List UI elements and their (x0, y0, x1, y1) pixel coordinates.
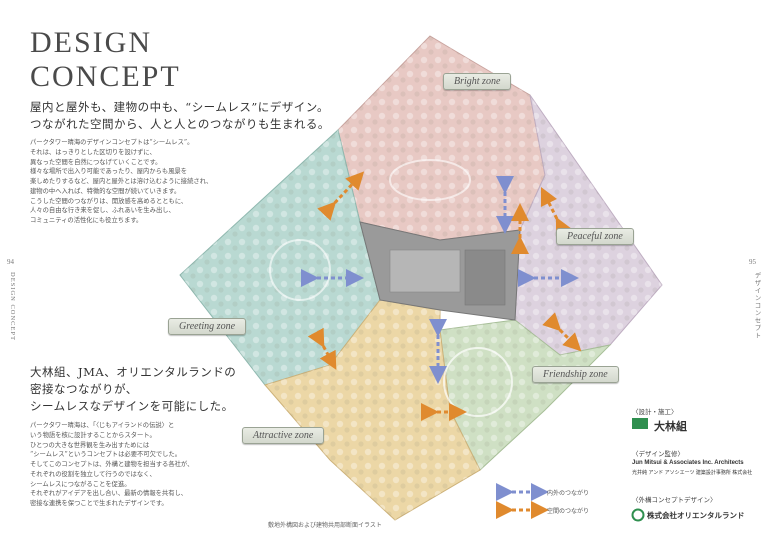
side-label-left: DESIGN CONCEPT (9, 272, 16, 342)
body2-line: ひとつの大きな世界観を生み出すためには (30, 441, 150, 449)
body-text-1: パークタワー晴海のデザインコンセプトは“シームレス”。 それは、はっきりとした区… (30, 138, 260, 226)
lead-line-2: つながれた空間から、人と人とのつながりも生まれる。 (30, 117, 330, 131)
illustration-caption: 敷地外構図および建物共用部断面イラスト (268, 522, 382, 529)
page-number-left: 94 (7, 258, 14, 266)
lead2-line-1: 大林組、JMA、オリエンタルランドの (30, 365, 237, 379)
body1-line: それは、はっきりとした区切りを設けずに、 (30, 148, 156, 156)
credit-exterior-heading: 〈外構コンセプトデザイン〉 (632, 496, 717, 504)
body1-line: 人々の自由な行き来を促し、ふれあいを生み出し、 (30, 207, 175, 215)
zone-label-peaceful: Peaceful zone (556, 228, 634, 245)
oriental-land-logo (631, 508, 645, 522)
credit-design-heading: 〈設計・施工〉 (632, 408, 678, 416)
lead-line-1: 屋内と屋外も、建物の中も、“シームレス”にデザイン。 (30, 100, 330, 114)
body1-line: こうした空間のつながりは、開放感を高めるとともに、 (30, 197, 188, 205)
body2-line: いう物語を核に設計することからスタート。 (30, 431, 156, 439)
legend-space-label: 空間のつながり (547, 508, 590, 515)
credit-supervise-heading: 〈デザイン監修〉 (632, 450, 684, 458)
body-text-2: パークタワー晴海は、「〈じもアイランドの伝説〉と いう物語を核に設計することから… (30, 421, 260, 509)
zone-label-friendship: Friendship zone (532, 366, 619, 383)
zone-label-bright: Bright zone (443, 73, 512, 90)
side-label-right: デザインコンセプト (753, 272, 760, 340)
body1-line: パークタワー晴海のデザインコンセプトは“シームレス”。 (30, 139, 194, 146)
body2-line: それぞれの役割を独立して行うのではなく、 (30, 470, 156, 478)
credit-exterior-name: 株式会社オリエンタルランド (647, 511, 745, 520)
body2-line: 密接な連携を保つことで生まれたデザインです。 (30, 500, 168, 507)
body1-line: 建物の中へ入れば、特徴的な空間が続いていきます。 (30, 187, 181, 195)
body2-line: “シームレス”というコンセプトは必要不可欠でした。 (30, 451, 182, 459)
legend-inner-label: 内外のつながり (547, 490, 590, 497)
title-design: DESIGN (30, 26, 152, 59)
credit-design-name: 大林組 (654, 421, 687, 433)
space-connection-arrows (307, 171, 582, 421)
body1-line: 様々な場所で出入り可能であったり、屋内からも風景を (30, 168, 188, 176)
credit-supervise-name-jp: 光井純 アンド アソシエーツ 建築設計事務所 株式会社 (632, 470, 753, 476)
body1-line: 異なった空間を自然につなげていくことです。 (30, 158, 162, 166)
body2-line: パークタワー晴海は、「〈じもアイランドの伝説〉と (30, 422, 175, 429)
body1-line: 楽しめたりするなど、屋内と屋外とは溶け込むように接続され、 (30, 178, 213, 185)
lead2-line-3: シームレスなデザインを可能にした。 (30, 399, 234, 413)
lead2-line-2: 密接なつながりが、 (30, 382, 138, 396)
title-concept: CONCEPT (30, 60, 181, 93)
page-number-right: 95 (749, 258, 756, 266)
zone-label-attractive: Attractive zone (242, 427, 325, 444)
zone-label-greeting: Greeting zone (168, 318, 247, 335)
body2-line: それぞれがアイデアを出し合い、最新の情報を共有し、 (30, 490, 188, 498)
body2-line: シームレスにつながることを促進。 (30, 480, 131, 488)
inner-connection-arrows (301, 176, 579, 384)
body2-line: そしてこのコンセプトは、外構と建物を担当する各社が、 (30, 461, 194, 468)
obayashi-logo (632, 418, 648, 429)
credit-supervise-name-en: Jun Mitsui & Associates Inc. Architects (632, 460, 744, 466)
body1-line: コミュニティの活性化にも役立ちます。 (30, 217, 143, 224)
